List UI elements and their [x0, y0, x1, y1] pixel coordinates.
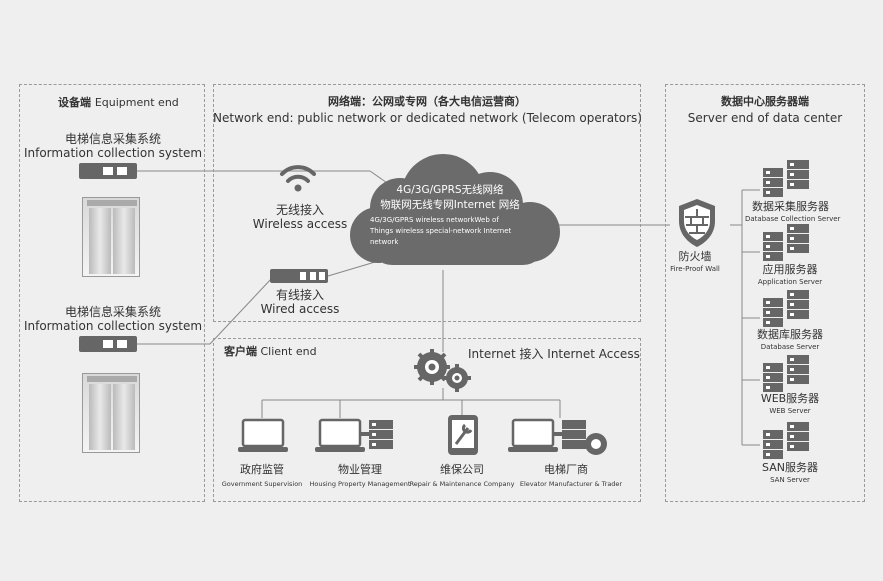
firewall-label-cn: 防火墙: [678, 250, 712, 263]
cloud-line4: Things wireless special-network Internet: [370, 227, 512, 235]
wired-label-cn: 有线接入: [275, 288, 324, 302]
server-title-en: Server end of data center: [687, 111, 843, 125]
wireless-label-en: Wireless access: [252, 217, 348, 231]
wired-label-en: Wired access: [260, 302, 340, 316]
system2-label-cn: 电梯信息采集系统: [64, 305, 161, 319]
system2-label-en: Information collection system: [23, 319, 203, 333]
client-2-cn: 物业管理: [338, 463, 382, 476]
server-panel: [665, 84, 865, 502]
server-icon: [763, 160, 809, 197]
cloud-icon: [350, 154, 560, 265]
server-5-en: SAN Server: [770, 476, 810, 484]
laptop-icon: [238, 418, 288, 452]
elevator-icon: [82, 373, 140, 453]
client-2-en: Housing Property Management: [309, 480, 411, 488]
elevator-icon: [82, 197, 140, 277]
server-3-cn: 数据库服务器: [757, 328, 823, 341]
internet-access-label: Internet 接入 Internet Access: [468, 347, 640, 361]
server-3-en: Database Server: [760, 343, 820, 351]
client-3-cn: 维保公司: [440, 463, 484, 476]
server-2-en: Application Server: [757, 278, 823, 286]
equipment-panel: [19, 84, 205, 502]
cloud-line3: 4G/3G/GPRS wireless networkWeb of: [370, 216, 499, 224]
client-title: 客户端 Client end: [224, 345, 317, 358]
laptop-server-icon: [315, 418, 393, 452]
firewall-label-en: Fire-Proof Wall: [670, 265, 720, 273]
wifi-icon: [280, 165, 316, 192]
server-icon: [763, 355, 809, 392]
server-title-cn: 数据中心服务器端: [721, 95, 809, 108]
server-1-en: Database Collection Server: [745, 215, 841, 223]
network-panel: [213, 84, 641, 322]
wireless-label-cn: 无线接入: [275, 203, 324, 217]
server-icon: [763, 290, 809, 327]
wired-device-icon: [270, 269, 328, 283]
client-3-en: Repair & Maintenance Company: [409, 480, 515, 488]
server-icon: [763, 422, 809, 459]
client-panel: [213, 338, 641, 502]
laptop-server-gear-icon: [508, 418, 607, 455]
server-2-cn: 应用服务器: [762, 263, 818, 276]
cloud-line1: 4G/3G/GPRS无线网络: [396, 184, 504, 196]
server-1-cn: 数据采集服务器: [752, 200, 829, 213]
gears-icon: [414, 349, 471, 392]
server-icon: [763, 224, 809, 261]
network-title-en: Network end: public network or dedicated…: [213, 111, 642, 125]
phone-wrench-icon: [448, 415, 478, 455]
cloud-line2: 物联网无线专网Internet 网络: [380, 199, 520, 211]
collection-device-icon: [79, 336, 137, 352]
collection-device-icon: [79, 163, 137, 179]
client-4-cn: 电梯厂商: [544, 463, 588, 476]
client-4-en: Elevator Manufacturer & Trader: [519, 480, 623, 488]
system1-label-en: Information collection system: [23, 146, 203, 160]
cloud-line5: network: [370, 238, 399, 246]
firewall-shield-icon: [679, 199, 715, 247]
client-1-en: Government Supervision: [221, 480, 303, 488]
system1-label-cn: 电梯信息采集系统: [64, 132, 161, 146]
server-4-en: WEB Server: [769, 407, 811, 415]
network-title-cn: 网络端：公网或专网（各大电信运营商）: [328, 95, 526, 108]
server-5-cn: SAN服务器: [762, 461, 818, 474]
server-4-cn: WEB服务器: [760, 392, 820, 405]
equipment-title: 设备端 Equipment end: [58, 96, 179, 109]
client-1-cn: 政府监管: [240, 463, 284, 476]
